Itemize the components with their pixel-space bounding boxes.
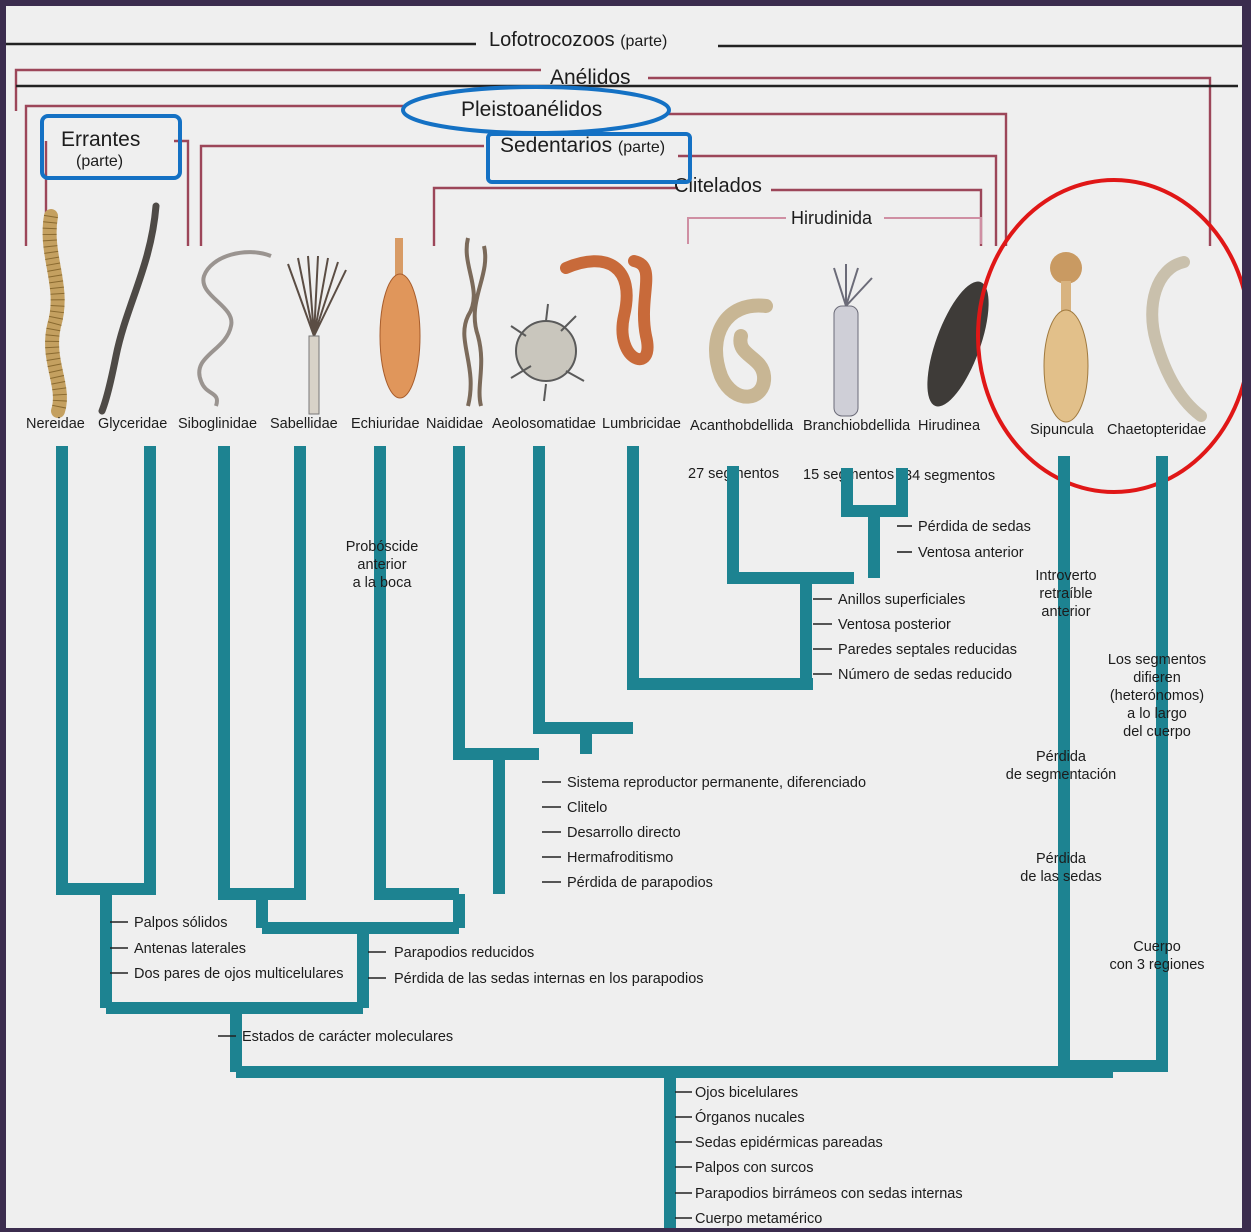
char-segmentos-difieren-4: a lo largo — [1127, 706, 1187, 722]
char-paredes-septales: Paredes septales reducidas — [838, 642, 1017, 658]
char-perdida-segmentacion-1: Pérdida — [1036, 749, 1087, 765]
clade-pleistoanelidos: Pleistoanélidos — [461, 98, 602, 121]
taxon-siboglinidae: Siboglinidae — [178, 416, 257, 432]
char-parapodios-birrameos: Parapodios birrámeos con sedas internas — [695, 1186, 963, 1202]
segments-hirudinea: 34 segmentos — [904, 468, 995, 484]
char-organos-nucales: Órganos nucales — [695, 1109, 805, 1126]
clade-lofotrocozoos-note: (parte) — [620, 33, 667, 50]
char-desarrollo-directo: Desarrollo directo — [567, 825, 681, 841]
taxon-naididae: Naididae — [426, 416, 483, 432]
clade-lofotrocozoos: Lofotrocozoos — [489, 29, 615, 51]
char-antenas-laterales: Antenas laterales — [134, 941, 246, 957]
char-cuerpo-metamerico: Cuerpo metamérico — [695, 1211, 822, 1227]
taxon-branchiobdellida: Branchiobdellida — [803, 418, 911, 434]
char-introverto-3: anterior — [1041, 604, 1090, 620]
char-perdida-de-sedas: Pérdida de sedas — [918, 519, 1031, 535]
clade-sedentarios: Sedentarios — [500, 134, 612, 157]
taxon-sipuncula: Sipuncula — [1030, 422, 1095, 438]
taxon-glyceridae: Glyceridae — [98, 416, 167, 432]
char-perdida-parapodios: Pérdida de parapodios — [567, 875, 713, 891]
char-introverto-1: Introverto — [1035, 568, 1096, 584]
clade-clitelados: Clitelados — [674, 175, 762, 197]
char-ojos-bicelulares: Ojos bicelulares — [695, 1085, 798, 1101]
sipuncula-chaetopteridae-highlight-circle — [978, 180, 1242, 492]
acanthobdellida-illustration — [716, 306, 766, 397]
char-cuerpo-3-regiones-2: con 3 regiones — [1109, 957, 1204, 973]
annelid-cladogram: Lofotrocozoos (parte) Anélidos Pleistoan… — [6, 6, 1242, 1228]
cladogram-page: Lofotrocozoos (parte) Anélidos Pleistoan… — [6, 6, 1242, 1228]
taxon-nereidae: Nereidae — [26, 416, 85, 432]
char-ventosa-posterior: Ventosa posterior — [838, 617, 951, 633]
char-parapodios-reducidos: Parapodios reducidos — [394, 945, 534, 961]
char-cuerpo-3-regiones-1: Cuerpo — [1133, 939, 1181, 955]
char-estados-moleculares: Estados de carácter moleculares — [242, 1029, 453, 1045]
char-proboscide-3: a la boca — [353, 575, 413, 591]
char-segmentos-difieren-2: difieren — [1133, 670, 1181, 686]
char-segmentos-difieren-1: Los segmentos — [1108, 652, 1206, 668]
branchiobdellida-illustration — [834, 264, 872, 416]
sabellidae-illustration — [288, 256, 346, 414]
char-perdida-sedas-1: Pérdida — [1036, 851, 1087, 867]
char-clitelo: Clitelo — [567, 800, 607, 816]
char-introverto-2: retraíble — [1039, 586, 1092, 602]
char-perdida-sedas-internas: Pérdida de las sedas internas en los par… — [394, 971, 704, 987]
char-proboscide-2: anterior — [357, 557, 406, 573]
char-palpos-surcos: Palpos con surcos — [695, 1160, 813, 1176]
sipuncula-illustration — [1044, 252, 1088, 422]
clade-sedentarios-note: (parte) — [618, 139, 665, 156]
glyceridae-illustration — [102, 206, 156, 411]
char-perdida-sedas-2: de las sedas — [1020, 869, 1101, 885]
taxon-aeolosomatidae: Aeolosomatidae — [492, 416, 596, 432]
char-sistema-reproductor: Sistema reproductor permanente, diferenc… — [567, 775, 866, 791]
taxon-hirudinea: Hirudinea — [918, 418, 981, 434]
taxon-acanthobdellida: Acanthobdellida — [690, 418, 794, 434]
char-dos-pares-ojos: Dos pares de ojos multicelulares — [134, 966, 344, 982]
char-anillos-superficiales: Anillos superficiales — [838, 592, 965, 608]
char-hermafroditismo: Hermafroditismo — [567, 850, 673, 866]
clade-errantes-note: (parte) — [76, 153, 123, 170]
organism-illustrations — [50, 206, 1201, 422]
char-perdida-segmentacion-2: de segmentación — [1006, 767, 1116, 783]
siboglinidae-illustration — [199, 252, 271, 406]
char-ventosa-anterior: Ventosa anterior — [918, 545, 1024, 561]
svg-text:Sedentarios (parte): Sedentarios (parte) — [500, 134, 665, 157]
taxon-sabellidae: Sabellidae — [270, 416, 338, 432]
svg-text:Lofotrocozoos (parte): Lofotrocozoos (parte) — [489, 29, 667, 51]
char-numero-sedas: Número de sedas reducido — [838, 667, 1012, 683]
taxon-lumbricidae: Lumbricidae — [602, 416, 681, 432]
char-proboscide: Probóscide — [346, 539, 419, 555]
lumbricidae-illustration — [566, 261, 648, 359]
chaetopteridae-illustration — [1152, 262, 1201, 416]
nereidae-illustration — [50, 216, 60, 411]
clade-errantes: Errantes — [61, 128, 140, 151]
char-sedas-epidermicas: Sedas epidérmicas pareadas — [695, 1135, 883, 1151]
clade-hirudinida: Hirudinida — [791, 208, 873, 228]
taxon-chaetopteridae: Chaetopteridae — [1107, 422, 1206, 438]
taxon-echiuridae: Echiuridae — [351, 416, 420, 432]
char-palpos-solidos: Palpos sólidos — [134, 915, 228, 931]
echiuridae-illustration — [380, 238, 420, 398]
char-segmentos-difieren-5: del cuerpo — [1123, 724, 1191, 740]
char-segmentos-difieren-3: (heterónomos) — [1110, 688, 1204, 704]
aeolosomatidae-illustration — [511, 304, 584, 401]
naididae-illustration — [464, 238, 485, 406]
